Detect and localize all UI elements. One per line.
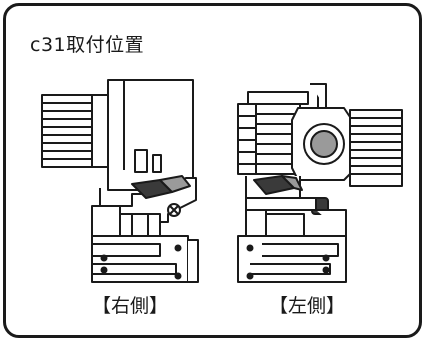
right-side-view: [41, 79, 199, 283]
right-view-lower-assembly: [91, 205, 199, 283]
left-view-bracket: [245, 175, 329, 215]
right-view-bracket: [99, 175, 197, 223]
right-view-fin-block: [41, 94, 115, 168]
right-side-label: 【右側】: [92, 295, 169, 317]
left-view-round-housing: [291, 83, 357, 181]
left-view-lower-assembly: [237, 197, 347, 283]
left-side-label: 【左側】: [269, 295, 346, 317]
diagram-title: c31取付位置: [30, 34, 145, 56]
left-view-side-fins: [349, 109, 403, 187]
left-side-view: [237, 83, 403, 283]
right-view-housing: [107, 79, 194, 191]
